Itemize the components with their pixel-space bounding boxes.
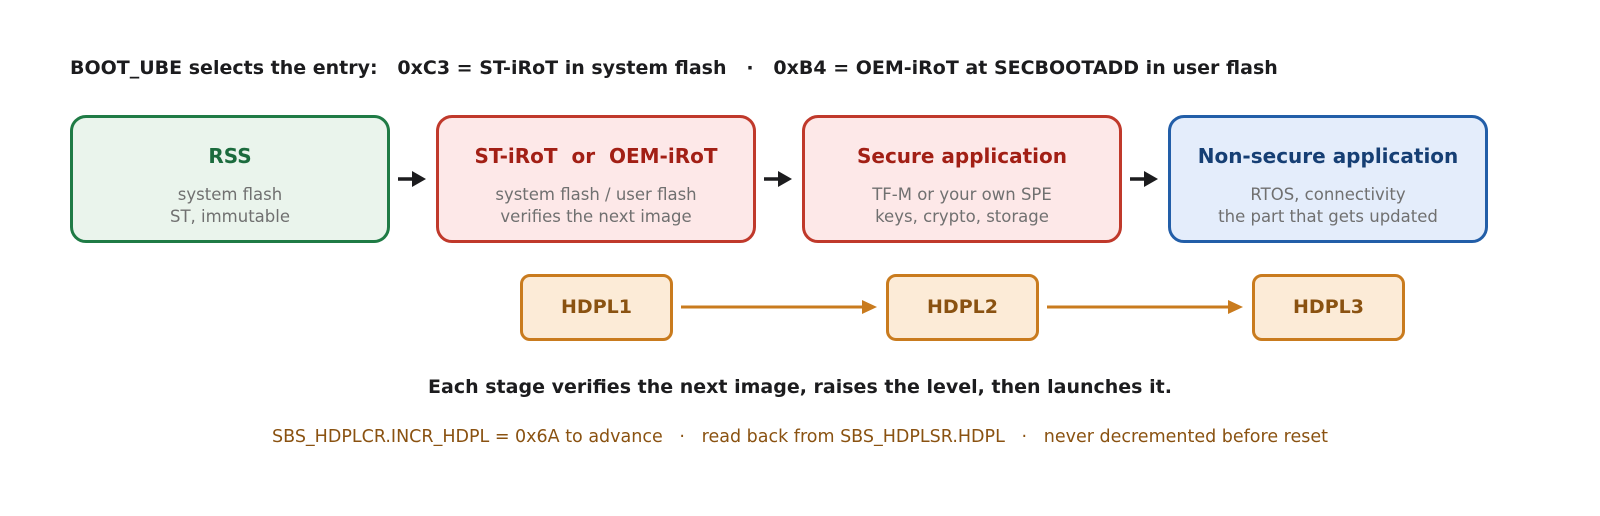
stage-irot-line1: system flash / user flash [495, 185, 697, 204]
flow-arrow-rss-to-irot [398, 171, 426, 187]
hdpl1-box: HDPL1 [520, 274, 673, 341]
stage-secure-app-title: Secure application [856, 144, 1068, 168]
stage-secure-app-line2: keys, crypto, storage [875, 207, 1049, 226]
caption: Each stage verifies the next image, rais… [428, 376, 1172, 398]
stage-irot-box: ST-iRoT or OEM-iRoT system flash / user … [436, 115, 756, 243]
stage-rss-box: RSS system flash ST, immutable [70, 115, 390, 243]
boot-ube-heading: BOOT_UBE selects the entry: 0xC3 = ST-iR… [70, 57, 1278, 79]
hdpl2-box: HDPL2 [886, 274, 1039, 341]
flow-arrow-irot-to-secure [764, 171, 792, 187]
stage-secure-app-description: TF-M or your own SPE keys, crypto, stora… [805, 184, 1119, 228]
stage-nonsecure-app-box: Non-secure application RTOS, connectivit… [1168, 115, 1488, 243]
stage-nonsecure-app-line2: the part that gets updated [1218, 207, 1438, 226]
register-note: SBS_HDPLCR.INCR_HDPL = 0x6A to advance ·… [272, 427, 1328, 447]
stage-irot-line2: verifies the next image [500, 207, 692, 226]
stage-secure-app-line1: TF-M or your own SPE [872, 185, 1052, 204]
flow-arrow-secure-to-nonsecure [1130, 171, 1158, 187]
stage-nonsecure-app-description: RTOS, connectivity the part that gets up… [1171, 184, 1485, 228]
hdpl-arrow-1-to-2 [681, 300, 877, 314]
stage-rss-title: RSS [208, 144, 252, 168]
stage-nonsecure-app-line1: RTOS, connectivity [1250, 185, 1406, 204]
hdpl3-box: HDPL3 [1252, 274, 1405, 341]
stage-rss-description: system flash ST, immutable [73, 184, 387, 228]
hdpl-arrow-2-to-3 [1047, 300, 1243, 314]
stage-nonsecure-app-title: Non-secure application [1197, 144, 1459, 168]
stage-rss-line1: system flash [177, 185, 283, 204]
stage-irot-title: ST-iRoT or OEM-iRoT [474, 144, 718, 168]
stage-rss-line2: ST, immutable [169, 207, 291, 226]
stage-secure-app-box: Secure application TF-M or your own SPE … [802, 115, 1122, 243]
stage-irot-description: system flash / user flash verifies the n… [439, 184, 753, 228]
